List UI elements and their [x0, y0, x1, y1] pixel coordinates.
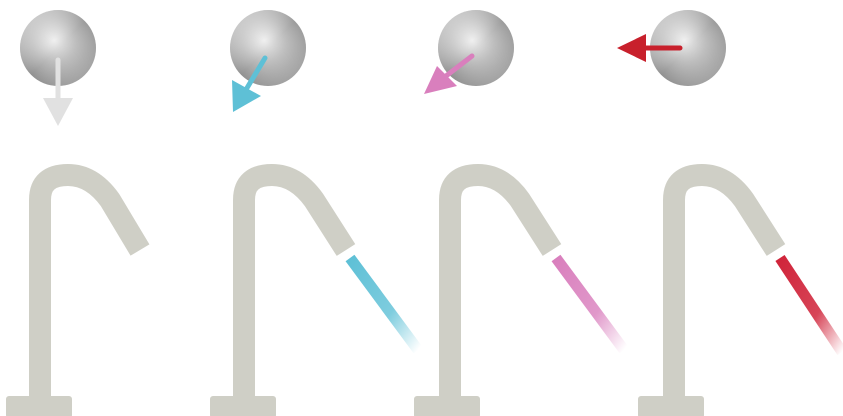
water-stream-mixed [556, 258, 624, 350]
water-stream-cold [350, 258, 418, 350]
station-off [6, 10, 140, 416]
faucet-icon [6, 175, 140, 416]
knob-icon[interactable] [230, 10, 306, 86]
faucet-icon [638, 175, 776, 416]
water-stream-hot [780, 258, 842, 352]
station-mixed [414, 10, 624, 416]
faucet-icon [414, 175, 552, 416]
station-hot [617, 10, 842, 416]
station-cold [210, 10, 418, 416]
faucet-icon [210, 175, 346, 416]
